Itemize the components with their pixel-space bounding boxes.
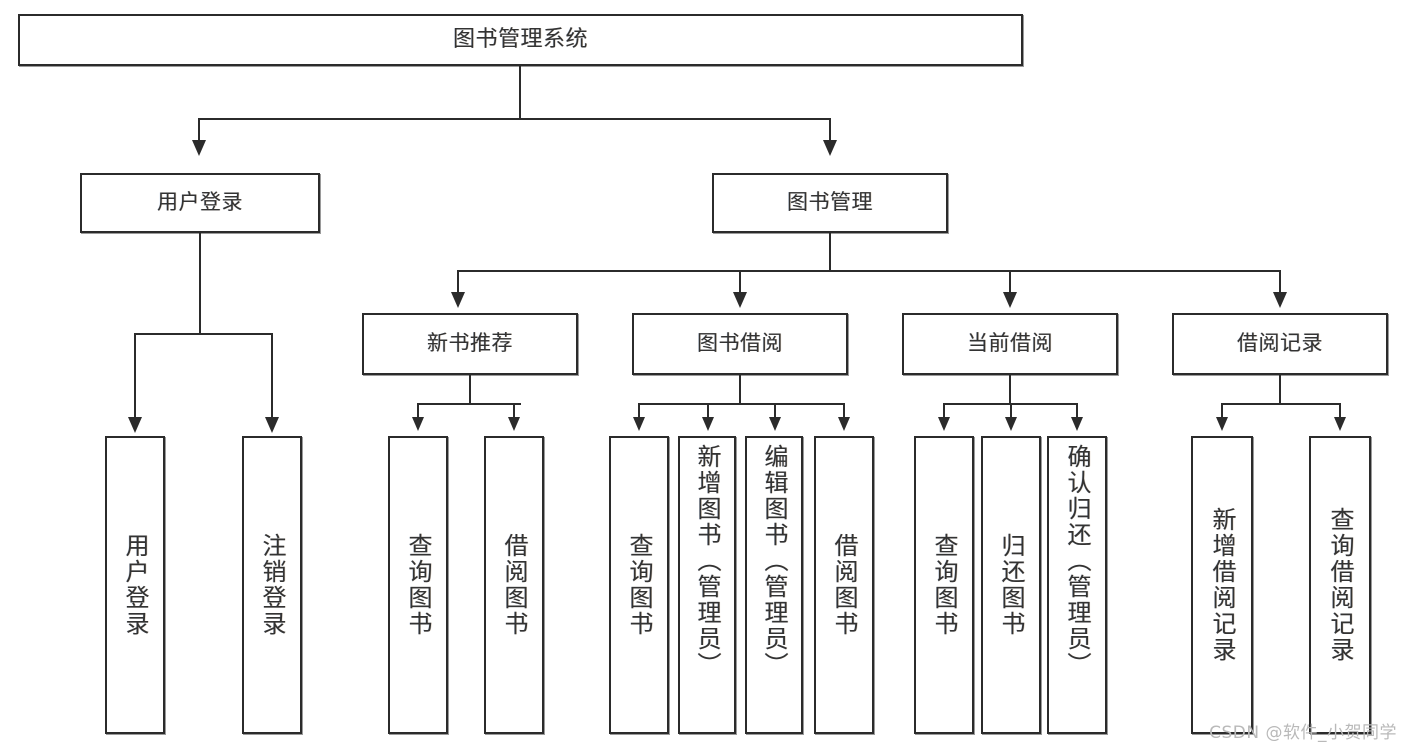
- node-label: 借阅图书: [830, 533, 858, 637]
- connector-root-bar: [198, 118, 830, 120]
- node-label: 查询借阅记录: [1326, 507, 1354, 663]
- arrow-to-bb-leaf-3: [769, 417, 781, 431]
- connector-br-drop-1: [1221, 403, 1223, 419]
- arrow-to-new-book-recommend: [451, 292, 465, 308]
- node-label: 注销登录: [258, 533, 286, 637]
- node-user-login[interactable]: 用户登录: [80, 173, 320, 233]
- arrow-to-br-leaf-2: [1334, 417, 1346, 431]
- leaf-user-login[interactable]: 用户登录: [105, 436, 165, 734]
- leaf-cb-confirm-return-admin[interactable]: 确认归还（管理员）: [1047, 436, 1107, 734]
- connector-br-stem: [1279, 375, 1281, 405]
- node-label: 图书管理系统: [452, 26, 588, 52]
- connector-user-login-drop-1: [134, 333, 136, 419]
- node-book-management[interactable]: 图书管理: [712, 173, 948, 233]
- node-label: 查询图书: [930, 533, 958, 637]
- connector-bb-drop-2: [707, 403, 709, 419]
- connector-bb-stem: [739, 375, 741, 405]
- connector-bm-drop-4: [1279, 270, 1281, 294]
- connector-bb-drop-1: [638, 403, 640, 419]
- leaf-cb-query-book[interactable]: 查询图书: [914, 436, 974, 734]
- connector-cb-drop-1: [943, 403, 945, 419]
- connector-nbr-drop-2: [513, 403, 515, 419]
- connector-cb-drop-3: [1076, 403, 1078, 419]
- node-label: 查询图书: [404, 533, 432, 637]
- leaf-br-add-record[interactable]: 新增借阅记录: [1191, 436, 1253, 734]
- arrow-to-leaf-logout: [265, 417, 279, 433]
- connector-root-stem: [519, 66, 521, 118]
- node-label: 借阅记录: [1237, 331, 1323, 356]
- connector-br-bar: [1221, 403, 1340, 405]
- node-label: 新增借阅记录: [1208, 507, 1236, 663]
- arrow-to-bb-leaf-4: [838, 417, 850, 431]
- connector-cb-drop-2: [1010, 403, 1012, 419]
- connector-nbr-drop-1: [417, 403, 419, 419]
- arrow-to-bb-leaf-1: [633, 417, 645, 431]
- connector-br-drop-2: [1339, 403, 1341, 419]
- node-label: 用户登录: [157, 190, 243, 215]
- node-label: 查询图书: [625, 533, 653, 637]
- arrow-to-br-leaf-1: [1216, 417, 1228, 431]
- connector-bm-drop-1: [457, 270, 459, 294]
- arrow-to-bb-leaf-2: [702, 417, 714, 431]
- node-root-book-management-system[interactable]: 图书管理系统: [18, 14, 1023, 66]
- leaf-bb-borrow-book[interactable]: 借阅图书: [814, 436, 874, 734]
- node-label: 编辑图书（管理员）: [760, 444, 788, 678]
- leaf-logout[interactable]: 注销登录: [242, 436, 302, 734]
- connector-bb-bar: [638, 403, 844, 405]
- node-borrow-record[interactable]: 借阅记录: [1172, 313, 1388, 375]
- node-label: 新增图书（管理员）: [693, 444, 721, 678]
- arrow-to-nbr-leaf-2: [508, 417, 520, 431]
- leaf-bb-add-book-admin[interactable]: 新增图书（管理员）: [678, 436, 736, 734]
- connector-bb-drop-4: [843, 403, 845, 419]
- arrow-to-cb-leaf-2: [1005, 417, 1017, 431]
- node-book-borrow[interactable]: 图书借阅: [632, 313, 848, 375]
- arrow-to-user-login: [192, 140, 206, 156]
- node-label: 当前借阅: [967, 331, 1053, 356]
- leaf-nbr-borrow-book[interactable]: 借阅图书: [484, 436, 544, 734]
- node-label: 图书管理: [787, 190, 873, 215]
- arrow-to-book-borrow: [733, 292, 747, 308]
- connector-user-login-bar: [134, 333, 272, 335]
- connector-bb-drop-3: [774, 403, 776, 419]
- connector-bm-drop-3: [1009, 270, 1011, 294]
- node-label: 用户登录: [121, 533, 149, 637]
- connector-root-to-user-login: [198, 118, 200, 142]
- node-label: 新书推荐: [427, 331, 513, 356]
- connector-bm-drop-2: [739, 270, 741, 294]
- arrow-to-borrow-record: [1273, 292, 1287, 308]
- connector-nbr-bar: [417, 403, 521, 405]
- arrow-to-nbr-leaf-1: [412, 417, 424, 431]
- arrow-to-cb-leaf-3: [1071, 417, 1083, 431]
- arrow-to-cb-leaf-1: [938, 417, 950, 431]
- connector-book-management-bar: [457, 270, 1281, 272]
- leaf-nbr-query-book[interactable]: 查询图书: [388, 436, 448, 734]
- leaf-bb-query-book[interactable]: 查询图书: [609, 436, 669, 734]
- watermark-text: CSDN @软件_小贺同学: [1209, 723, 1397, 743]
- connector-cb-stem: [1009, 375, 1011, 405]
- leaf-bb-edit-book-admin[interactable]: 编辑图书（管理员）: [745, 436, 803, 734]
- node-new-book-recommend[interactable]: 新书推荐: [362, 313, 578, 375]
- arrow-to-book-management: [823, 140, 837, 156]
- arrow-to-leaf-user-login: [128, 417, 142, 433]
- leaf-cb-return-book[interactable]: 归还图书: [981, 436, 1041, 734]
- connector-user-login-drop-2: [271, 333, 273, 419]
- connector-nbr-stem: [469, 375, 471, 405]
- leaf-br-query-record[interactable]: 查询借阅记录: [1309, 436, 1371, 734]
- node-label: 图书借阅: [697, 331, 783, 356]
- node-label: 借阅图书: [500, 533, 528, 637]
- connector-root-to-book-management: [829, 118, 831, 142]
- arrow-to-current-borrow: [1003, 292, 1017, 308]
- connector-book-management-stem: [829, 233, 831, 272]
- node-label: 确认归还（管理员）: [1063, 444, 1091, 678]
- node-label: 归还图书: [997, 533, 1025, 637]
- connector-user-login-stem: [199, 233, 201, 335]
- node-current-borrow[interactable]: 当前借阅: [902, 313, 1118, 375]
